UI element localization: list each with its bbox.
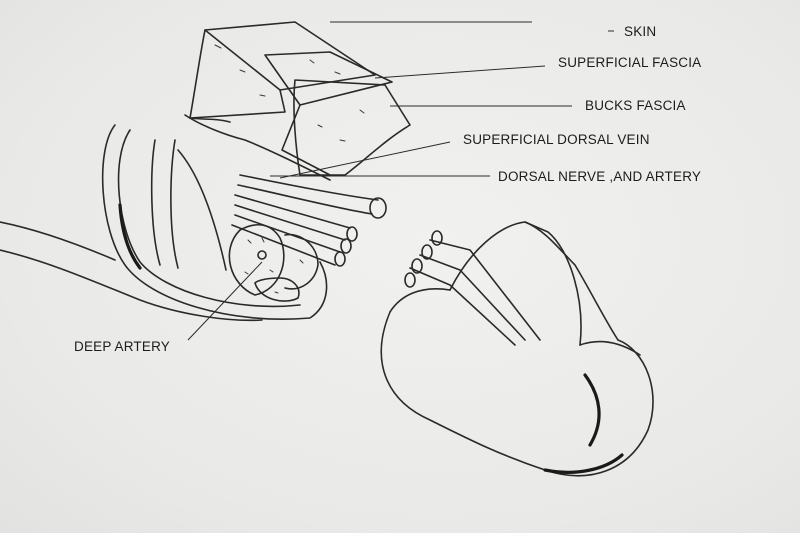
label-dorsal-nerve-artery: DORSAL NERVE ,AND ARTERY bbox=[498, 169, 702, 184]
label-skin: SKIN bbox=[624, 24, 657, 39]
shaft-cross-section bbox=[0, 117, 328, 322]
dorsal-vessels bbox=[231, 174, 387, 267]
label-deep-artery: DEEP ARTERY bbox=[74, 339, 170, 354]
glans-detached bbox=[380, 221, 654, 477]
label-superficial-dorsal-vein: SUPERFICIAL DORSAL VEIN bbox=[463, 132, 650, 147]
label-bucks-fascia: BUCKS FASCIA bbox=[585, 98, 686, 113]
leader-lines bbox=[187, 21, 614, 341]
label-superficial-fascia: SUPERFICIAL FASCIA bbox=[558, 55, 702, 70]
corpora bbox=[228, 223, 319, 302]
layer-flaps bbox=[184, 21, 411, 181]
